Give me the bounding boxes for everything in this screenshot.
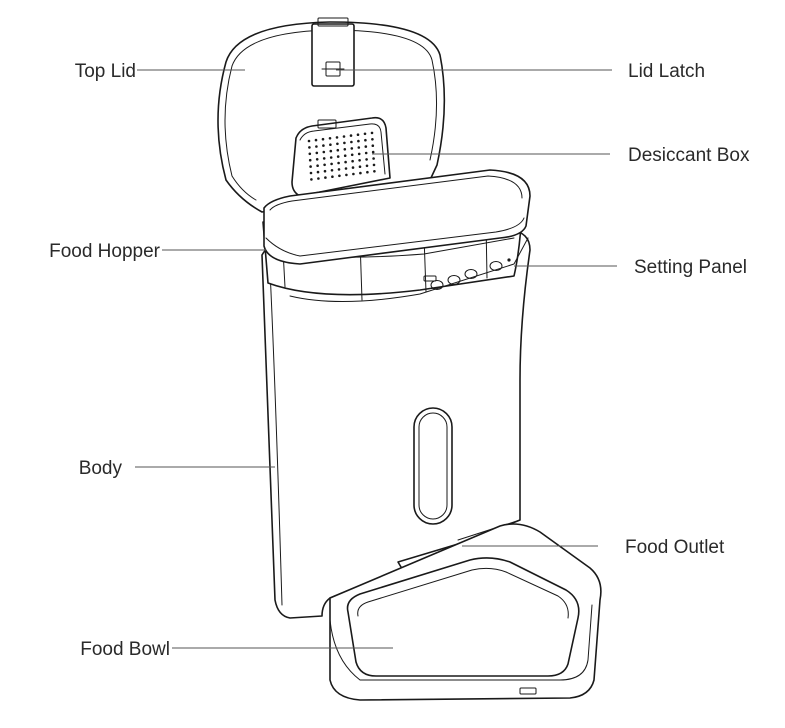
vent-hole (315, 145, 318, 148)
setting-panel (289, 237, 529, 302)
label-food-outlet: Food Outlet (625, 537, 725, 558)
vent-hole (350, 153, 354, 157)
vent-hole (308, 152, 312, 156)
vent-hole (371, 150, 375, 154)
label-top-lid: Top Lid (75, 61, 136, 82)
desiccant-vent-holes (307, 131, 376, 181)
vent-hole (329, 149, 333, 153)
vent-hole (343, 141, 346, 145)
vent-hole (344, 167, 348, 170)
vent-hole (371, 144, 375, 147)
vent-hole (364, 151, 368, 155)
vent-hole (370, 131, 374, 135)
leader-lines (135, 69, 617, 649)
vent-hole (322, 157, 326, 160)
vent-hole (328, 137, 332, 140)
label-lid-latch: Lid Latch (628, 61, 705, 82)
vent-hole (350, 147, 354, 150)
vent-hole (335, 136, 339, 139)
vent-hole (358, 159, 361, 162)
vent-hole (314, 138, 318, 142)
vent-hole (329, 143, 332, 146)
vent-hole (342, 135, 346, 138)
labels: Top Lid Lid Latch Desiccant Box Food Hop… (49, 61, 750, 660)
vent-hole (373, 170, 376, 173)
vent-hole (356, 133, 360, 136)
vent-hole (316, 170, 320, 174)
vent-hole (337, 168, 341, 171)
vent-hole (322, 144, 325, 147)
vent-hole (308, 158, 312, 162)
vent-hole (363, 132, 367, 136)
vent-hole (308, 146, 311, 149)
vent-hole (336, 142, 339, 146)
vent-hole (351, 159, 354, 163)
vent-hole (324, 176, 327, 179)
vent-hole (337, 161, 340, 165)
vent-hole (364, 138, 367, 142)
lid-latch (311, 17, 355, 87)
vent-hole (321, 137, 325, 141)
vent-hole (317, 177, 320, 180)
vent-hole (310, 178, 313, 181)
vent-hole (357, 139, 360, 143)
vent-hole (315, 151, 319, 155)
vent-hole (316, 164, 319, 167)
vent-hole (357, 152, 361, 156)
label-setting-panel: Setting Panel (634, 257, 747, 278)
label-food-bowl: Food Bowl (80, 639, 170, 660)
vent-hole (330, 162, 333, 166)
vent-hole (309, 165, 312, 168)
vent-hole (345, 173, 348, 177)
vent-hole (343, 148, 347, 151)
vent-hole (372, 163, 376, 167)
vent-hole (364, 145, 368, 148)
vent-hole (336, 148, 340, 152)
vent-hole (366, 170, 369, 174)
vent-hole (309, 171, 313, 175)
vent-hole (372, 157, 375, 160)
vent-hole (359, 171, 362, 175)
label-food-hopper: Food Hopper (49, 241, 161, 262)
vent-hole (330, 169, 334, 172)
vent-hole (336, 155, 340, 158)
vent-hole (349, 134, 353, 137)
vent-hole (371, 138, 374, 141)
vent-hole (323, 163, 326, 167)
vent-hole (357, 146, 361, 149)
vent-hole (352, 172, 355, 176)
vent-hole (344, 160, 347, 164)
vent-hole (329, 156, 333, 159)
vent-hole (350, 140, 353, 144)
label-desiccant-box: Desiccant Box (628, 145, 750, 166)
desiccant-box (291, 116, 391, 197)
vent-hole (322, 150, 326, 154)
vent-hole (365, 164, 369, 168)
vent-hole (343, 154, 347, 157)
vent-hole (338, 174, 341, 178)
vent-hole (351, 166, 355, 169)
vent-hole (365, 158, 368, 161)
vent-hole (331, 175, 334, 178)
label-body: Body (79, 458, 123, 479)
food-bowl (346, 557, 580, 677)
vent-hole (323, 169, 327, 173)
body-shell (261, 229, 531, 619)
hopper-lid (263, 169, 531, 265)
vent-hole (315, 158, 319, 161)
vent-hole (307, 139, 311, 143)
vent-hole (358, 165, 362, 168)
